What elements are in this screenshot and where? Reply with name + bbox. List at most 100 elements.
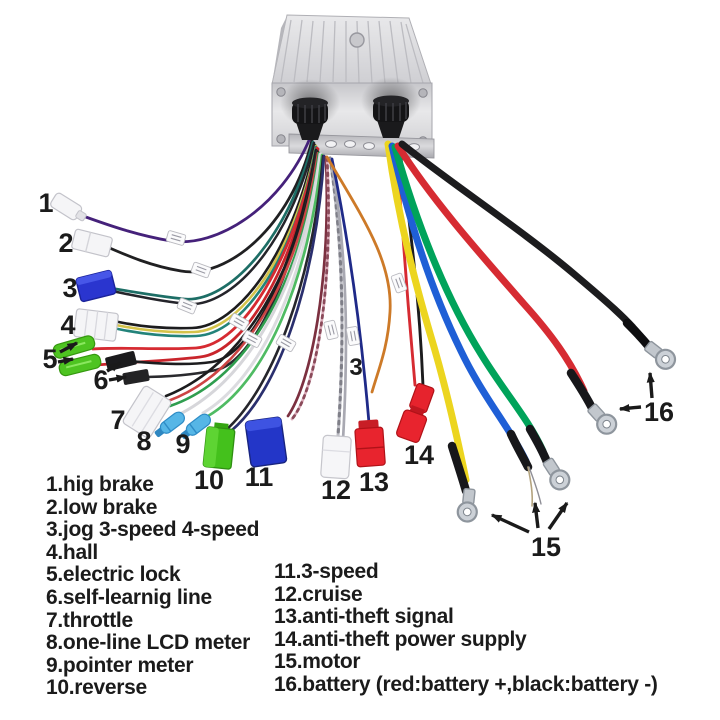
- connector-6-self-learning-b: [122, 369, 150, 385]
- callout-11: 11: [245, 462, 274, 492]
- wire-red-battery: [394, 142, 588, 395]
- flange-hole-1: [325, 140, 337, 148]
- legend-item-14: 14.anti-theft power supply: [274, 627, 527, 651]
- legend-left: 1.hig brake 2.low brake 3.jog 3-speed 4-…: [46, 473, 259, 700]
- legend-item-12: 12.cruise: [274, 582, 363, 606]
- gland-ribs: [297, 104, 326, 123]
- wire-teal-3: [108, 140, 315, 301]
- gland-cone: [377, 120, 405, 138]
- callout-1: 1: [38, 188, 53, 218]
- callout-12: 12: [321, 475, 351, 505]
- legend-item-9: 9.pointer meter: [46, 653, 194, 677]
- arrow-5b: [57, 356, 75, 365]
- sleeve-green: [525, 424, 552, 467]
- wire-white-8: [180, 152, 322, 415]
- connector-3-jog: [75, 269, 117, 303]
- callout-6: 6: [93, 365, 108, 395]
- wire-gray-12a-stripe: [328, 156, 344, 438]
- connector-13-anti-theft-signal: [354, 419, 386, 468]
- wire-red-7: [166, 151, 320, 403]
- arrow-15b: [532, 501, 541, 529]
- box-top-screw: [349, 32, 365, 48]
- callout-7: 7: [110, 405, 125, 435]
- cable-gland-right: [373, 95, 409, 138]
- wire-white-9: [201, 152, 323, 415]
- connector-1-hig-brake: [50, 192, 87, 222]
- wire-green-motor: [391, 143, 547, 455]
- arrow-16b: [618, 404, 642, 413]
- cable-glands: [292, 95, 409, 140]
- legend-item-7: 7.throttle: [46, 608, 133, 632]
- sleeve-yellow: [447, 441, 471, 496]
- wire-black-6a: [126, 148, 318, 366]
- legend-item-13: 13.anti-theft signal: [274, 605, 454, 629]
- connector-11-3-speed: [244, 416, 288, 468]
- connector-4-hall: [73, 308, 119, 342]
- wire-black-3: [110, 141, 316, 306]
- callout-14: 14: [404, 440, 434, 470]
- wire-yellow-4: [114, 144, 318, 334]
- wire-black-10: [224, 154, 325, 432]
- callout-9: 9: [175, 429, 190, 459]
- wire-black-4: [112, 143, 317, 330]
- callout-8: 8: [136, 426, 151, 456]
- callout-5: 5: [42, 344, 57, 374]
- wire-tag: [165, 229, 187, 247]
- legend-item-4: 4.hall: [46, 540, 98, 564]
- gland-cone: [296, 122, 324, 140]
- callout-15: 15: [531, 532, 561, 562]
- callout-16: 16: [644, 397, 674, 427]
- legend-item-16: 16.battery (red:battery +,black:battery …: [274, 672, 658, 696]
- connector-14-anti-theft-power: [396, 382, 435, 443]
- cable-gland-left: [292, 97, 328, 140]
- wire-tag: [322, 319, 340, 341]
- legend-item-10: 10.reverse: [46, 676, 147, 700]
- wire-maroon-11: [286, 155, 329, 418]
- arrow-15c: [547, 501, 569, 530]
- legend-item-6: 6.self-learnig line: [46, 585, 212, 609]
- wire-tag: [190, 261, 212, 279]
- connector-7-throttle: [122, 385, 172, 439]
- wire-black-battery: [398, 140, 646, 342]
- front-screw-bl: [276, 134, 286, 144]
- callout-2: 2: [58, 228, 73, 258]
- callout-4: 4: [60, 310, 75, 340]
- sleeve-red: [566, 368, 597, 413]
- gland-ribs: [378, 102, 407, 121]
- wire-blue-motor: [388, 142, 530, 465]
- arrow-15a: [490, 513, 530, 534]
- arrow-6a: [106, 361, 122, 373]
- legend-item-5: 5.electric lock: [46, 563, 181, 587]
- wire-green-9: [206, 153, 324, 418]
- bare-strand-2: [528, 466, 542, 505]
- wire-red-5a: [91, 146, 319, 351]
- wire-gray-12b: [329, 157, 348, 442]
- flange-hole-2: [344, 140, 356, 148]
- wire-tag: [345, 325, 361, 347]
- front-screw-tr: [418, 88, 428, 98]
- arrow-5a: [59, 341, 79, 354]
- legend-item-2: 2.low brake: [46, 495, 158, 519]
- wire-navy-10: [229, 154, 326, 433]
- wires: [81, 136, 654, 507]
- callout-10: 10: [194, 465, 224, 495]
- box-left-edge: [272, 16, 287, 84]
- legend-right: 11.3-speed 12.cruise 13.anti-theft signa…: [274, 560, 658, 697]
- connector-12-cruise: [320, 434, 352, 480]
- controller-box: [271, 14, 435, 159]
- box-top-face: [271, 14, 432, 85]
- sleeve-black: [622, 318, 654, 352]
- callout-3-mid: 3: [349, 354, 362, 381]
- legend-item-15: 15.motor: [274, 650, 361, 674]
- wire-yellow-motor: [384, 140, 470, 484]
- wire-navy-13: [330, 157, 371, 425]
- terminal-motor-yellow: [455, 486, 481, 524]
- legend-item-8: 8.one-line LCD meter: [46, 631, 251, 655]
- flange-hole-3: [363, 142, 375, 150]
- wire-orange-14: [325, 155, 392, 394]
- arrow-6b: [108, 374, 128, 383]
- legend-item-1: 1.hig brake: [46, 473, 154, 496]
- connector-2-low-brake: [71, 228, 113, 258]
